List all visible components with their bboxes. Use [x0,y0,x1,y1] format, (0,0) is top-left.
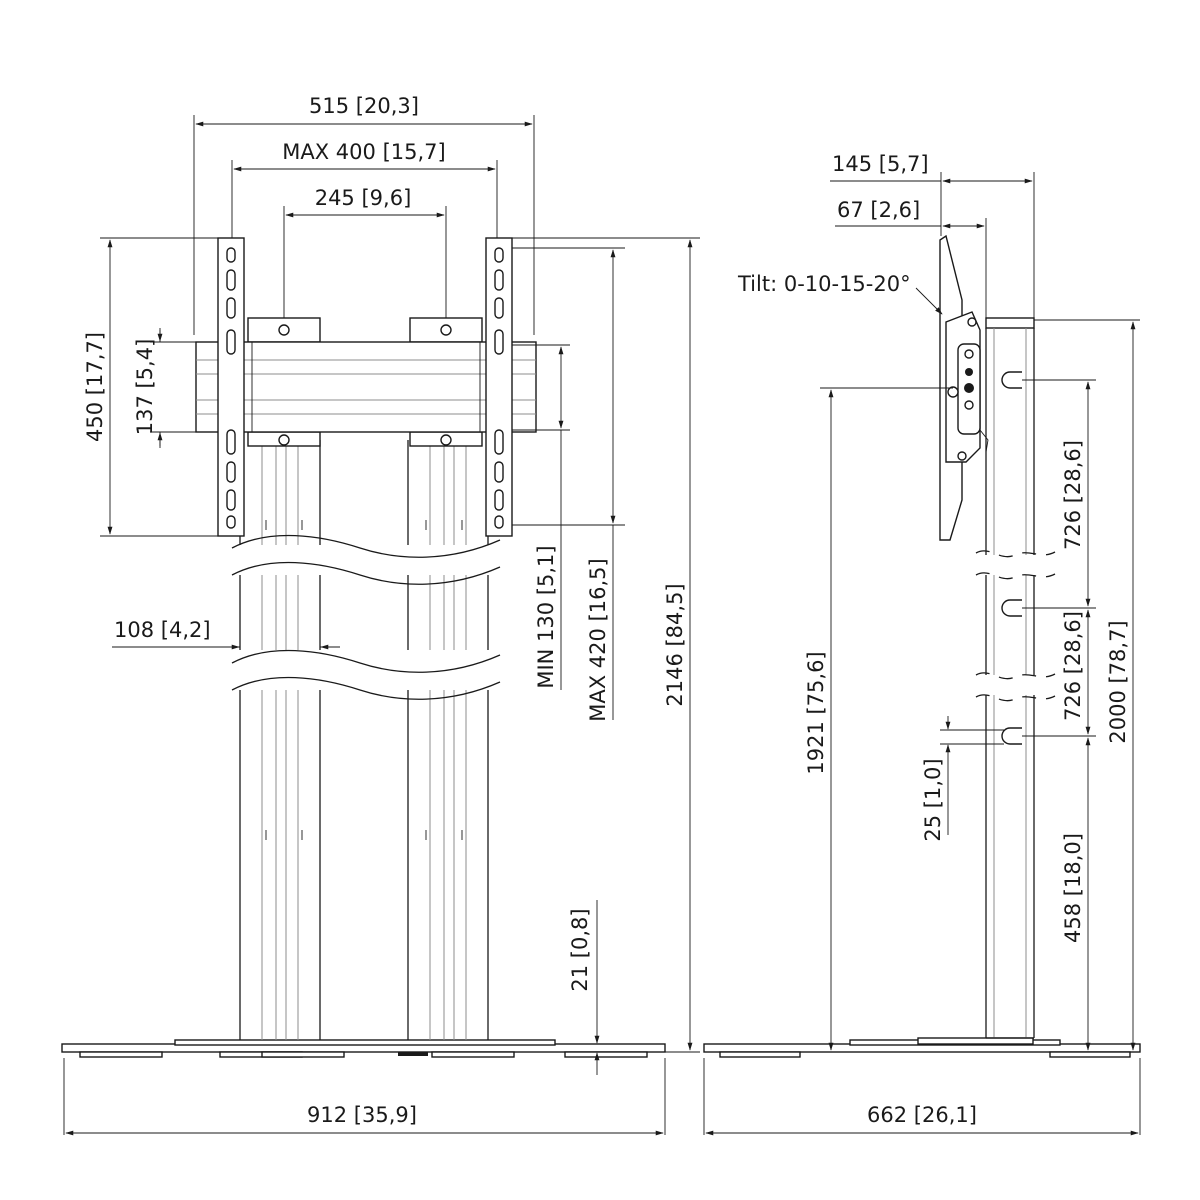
tilt-label: Tilt: 0-10-15-20° [737,272,911,296]
depth-outer-value: 145 [832,152,872,176]
svg-text:726 [28,6]: 726 [28,6] [1061,440,1085,550]
svg-text:1921 [75,6]: 1921 [75,6] [804,651,828,774]
dim-column-height: 2000 [78,7] [1034,319,1140,1051]
base-clearance-inch: 0,8 [568,917,592,950]
front-break-lines [231,534,501,700]
svg-text:662 [26,1]: 662 [26,1] [867,1103,977,1127]
svg-text:450 [17,7]: 450 [17,7] [83,332,107,442]
dim-total-height: 2146 [84,5] [512,237,700,1053]
vesa-max-width-inch: 15,7 [391,140,438,164]
step-lower-value: 458 [1061,903,1085,943]
front-column-left [239,440,321,1040]
dim-overall-width: 515 [20,3] [193,94,535,335]
base-depth-value: 662 [867,1103,907,1127]
depth-inner-value: 67 [837,198,864,222]
total-height-value: 2146 [663,653,687,706]
svg-text:515 [20,3]: 515 [20,3] [309,94,419,118]
crossbar-height-value: 137 [133,395,157,435]
front-mount-brackets [247,317,483,447]
svg-text:145 [5,7]: 145 [5,7] [832,152,929,176]
dim-step-upper: 726 [28,6] [1022,379,1096,609]
column-height-inch: 78,7 [1106,629,1130,676]
overall-width-inch: 20,3 [364,94,411,118]
depth-outer-inch: 5,7 [887,152,920,176]
center-height-inch: 75,6 [804,660,828,707]
dim-crossbar-height: 137 [5,4] [133,328,196,448]
rail-spacing-value: 245 [315,186,355,210]
column-width-value: 108 [114,618,154,642]
svg-text:2000 [78,7]: 2000 [78,7] [1106,620,1130,743]
base-depth-inch: 26,1 [922,1103,969,1127]
dim-base-depth: 662 [26,1] [703,1058,1141,1136]
hole-pitch-inch: 1,0 [921,767,945,800]
front-crossbar [195,341,537,433]
vesa-max-height-value: MAX 420 [586,628,610,722]
crossbar-height-inch: 5,4 [133,347,157,380]
svg-text:912 [35,9]: 912 [35,9] [307,1103,417,1127]
svg-text:245 [9,6]: 245 [9,6] [315,186,412,210]
svg-text:108 [4,2]: 108 [4,2] [114,618,211,642]
svg-text:25 [1,0]: 25 [1,0] [921,758,945,841]
column-width-inch: 4,2 [169,618,202,642]
svg-text:21 [0,8]: 21 [0,8] [568,908,592,991]
front-view: 515 [20,3] MAX 400 [15,7] 245 [9,6] 450 … [61,94,700,1136]
step-lower-inch: 18,0 [1061,841,1085,888]
front-vesa-rail-right [485,237,513,537]
front-base-plate [61,1039,666,1058]
svg-text:458 [18,0]: 458 [18,0] [1061,833,1085,943]
rail-spacing-inch: 9,6 [370,186,403,210]
dim-depth-outer: 145 [5,7] [830,152,1035,318]
base-width-value: 912 [307,1103,347,1127]
bracket-height-value: 450 [83,402,107,442]
svg-text:2146 [84,5]: 2146 [84,5] [663,583,687,706]
overall-width-value: 515 [309,94,349,118]
column-height-value: 2000 [1106,690,1130,743]
base-width-inch: 35,9 [362,1103,409,1127]
dim-vesa-max-width: MAX 400 [15,7] [231,140,498,238]
vesa-max-width-value: MAX 400 [282,140,376,164]
dim-bracket-height: 450 [17,7] [83,237,218,537]
hole-pitch-value: 25 [921,815,945,842]
svg-text:MAX 400 [15,7]: MAX 400 [15,7] [282,140,445,164]
base-clearance-value: 21 [568,965,592,992]
vesa-max-height-inch: 16,5 [586,566,610,613]
dim-base-clearance: 21 [0,8] [568,900,600,1075]
depth-inner-inch: 2,6 [879,198,912,222]
dim-step-middle: 726 [28,6] [1022,609,1096,737]
dim-hole-pitch: 25 [1,0] [921,716,1004,842]
svg-text:MIN 130 [5,1]: MIN 130 [5,1] [534,545,558,688]
svg-text:726 [28,6]: 726 [28,6] [1061,611,1085,721]
svg-text:137 [5,4]: 137 [5,4] [133,339,157,436]
front-vesa-rail-left [217,237,245,537]
side-base-plate [703,1037,1141,1058]
side-hooks [1001,371,1022,745]
step-middle-value: 726 [1061,681,1085,721]
svg-text:67 [2,6]: 67 [2,6] [837,198,920,222]
step-upper-value: 726 [1061,510,1085,550]
front-column-right [407,440,489,1040]
bracket-height-inch: 17,7 [83,340,107,387]
dim-base-width: 912 [35,9] [63,1058,666,1136]
dim-depth-inner: 67 [2,6] [835,198,987,318]
vesa-min-height-inch: 5,1 [534,554,558,587]
total-height-inch: 84,5 [663,592,687,639]
side-column [975,317,1056,1039]
dim-rail-spacing: 245 [9,6] [283,186,447,318]
dim-step-lower: 458 [18,0] [1061,737,1091,1051]
center-height-value: 1921 [804,721,828,774]
dim-vesa-max-height: MAX 420 [16,5] [512,247,625,722]
step-middle-inch: 28,6 [1061,619,1085,666]
step-upper-inch: 28,6 [1061,448,1085,495]
dim-center-height: 1921 [75,6] [804,387,953,1051]
svg-text:MAX 420 [16,5]: MAX 420 [16,5] [586,558,610,721]
dim-column-width: 108 [4,2] [112,618,340,650]
vesa-min-height-value: MIN 130 [534,602,558,689]
tilt-annotation: Tilt: 0-10-15-20° [737,272,943,315]
dim-vesa-min-height: MIN 130 [5,1] [512,344,570,690]
side-view: 145 [5,7] 67 [2,6] Tilt: 0-10-15-20° 192… [703,152,1141,1136]
